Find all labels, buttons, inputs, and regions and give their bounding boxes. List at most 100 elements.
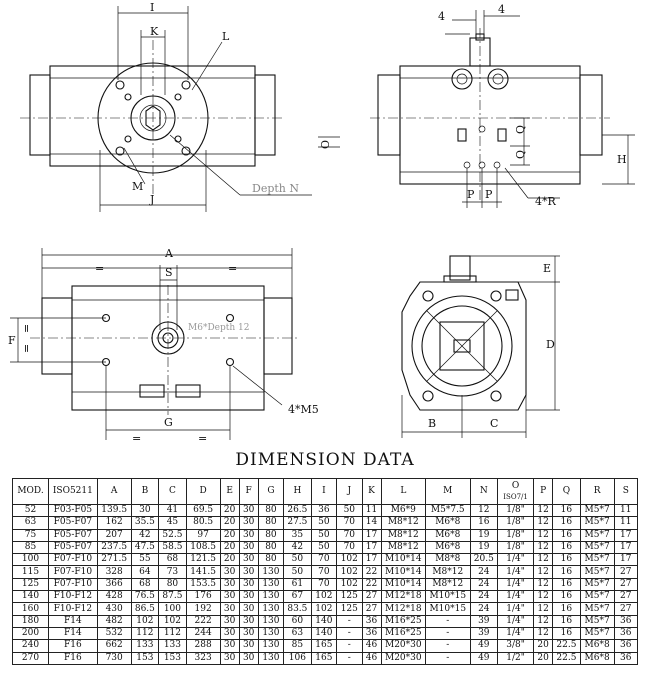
label-s: S bbox=[165, 266, 173, 279]
table-cell: 35.5 bbox=[130, 516, 160, 530]
table-cell: 102 bbox=[130, 614, 160, 628]
table-cell: 17 bbox=[613, 528, 639, 542]
table-cell: 20 bbox=[219, 528, 240, 542]
table-cell: 70 bbox=[310, 577, 338, 592]
table-cell: - bbox=[425, 614, 471, 628]
table-cell: 30 bbox=[238, 540, 259, 555]
dimension-table: MOD. ISO5211 A B C D E F G H I J K L M N… bbox=[11, 478, 639, 665]
bolt-hole bbox=[181, 146, 191, 156]
table-cell: M8*12 bbox=[380, 540, 427, 555]
table-cell: M12*18 bbox=[380, 602, 427, 616]
table-cell: 12 bbox=[533, 614, 554, 628]
table-cell: 428 bbox=[96, 590, 132, 604]
table-cell: 20 bbox=[219, 516, 240, 530]
table-cell: 153 bbox=[130, 651, 160, 665]
table-cell: 17 bbox=[361, 540, 382, 555]
table-cell: 24 bbox=[469, 577, 499, 592]
table-cell: 1/4" bbox=[497, 626, 535, 641]
table-cell: 20 bbox=[219, 503, 240, 518]
table-cell: 30 bbox=[219, 577, 240, 592]
table-cell: 102 bbox=[336, 565, 363, 579]
table-cell: M5*7.5 bbox=[425, 503, 471, 518]
namur-port bbox=[497, 128, 507, 142]
table-cell: 20 bbox=[533, 639, 554, 653]
table-cell: 24 bbox=[469, 590, 499, 604]
table-cell: F10-F12 bbox=[48, 590, 98, 604]
table-cell: - bbox=[336, 614, 363, 628]
table-cell: 26.5 bbox=[283, 503, 312, 518]
table-cell: 30 bbox=[219, 614, 240, 628]
table-cell: F05-F07 bbox=[48, 528, 98, 542]
table-cell: 80 bbox=[257, 516, 285, 530]
end-cap-right bbox=[263, 297, 293, 375]
table-cell: 42 bbox=[283, 540, 312, 555]
recess bbox=[439, 321, 485, 371]
table-cell: M16*25 bbox=[380, 614, 427, 628]
table-cell: 30 bbox=[219, 651, 240, 665]
table-cell: 46 bbox=[361, 639, 382, 653]
table-cell: 1/8" bbox=[497, 503, 535, 518]
table-cell: 49 bbox=[469, 639, 499, 653]
table-cell: - bbox=[336, 639, 363, 653]
end-cap-left bbox=[41, 297, 73, 375]
header-cell: R bbox=[579, 478, 615, 505]
label-r: 4*R bbox=[535, 195, 556, 208]
cap-screw bbox=[422, 290, 434, 302]
table-cell: 22 bbox=[361, 565, 382, 579]
bolt-hole bbox=[124, 93, 132, 101]
table-cell: 16 bbox=[552, 614, 581, 628]
table-cell: 67 bbox=[283, 590, 312, 604]
tapped-hole bbox=[225, 313, 235, 323]
table-cell: 12 bbox=[533, 503, 554, 518]
table-cell: 75 bbox=[11, 528, 50, 542]
table-cell: 100 bbox=[158, 602, 187, 616]
table-cell: 70 bbox=[336, 528, 363, 542]
eq-a-left: = bbox=[95, 262, 104, 275]
table-header-row: MOD. ISO5211 A B C D E F G H I J K L M N… bbox=[11, 478, 639, 505]
table-cell: 19 bbox=[469, 540, 499, 555]
header-cell: C bbox=[158, 478, 187, 505]
top-view: A = = S M6*Depth 12 F = = 4*M5 bbox=[8, 247, 319, 445]
table-cell: 30 bbox=[219, 602, 240, 616]
table-cell: 27 bbox=[613, 590, 639, 604]
table-cell: 30 bbox=[238, 626, 259, 641]
table-cell: 162 bbox=[96, 516, 132, 530]
table-cell: 36 bbox=[613, 614, 639, 628]
table-cell: 12 bbox=[533, 540, 554, 555]
table-cell: 130 bbox=[257, 602, 285, 616]
table-cell: 12 bbox=[533, 553, 554, 567]
port-block bbox=[175, 384, 201, 398]
table-cell: 17 bbox=[361, 528, 382, 542]
table-cell: 39 bbox=[469, 626, 499, 641]
table-cell: 36 bbox=[310, 503, 338, 518]
header-cell: MOD. bbox=[11, 478, 50, 505]
table-cell: 80.5 bbox=[185, 516, 221, 530]
table-cell: 133 bbox=[130, 639, 160, 653]
table-cell: 36 bbox=[613, 639, 639, 653]
body-outline bbox=[399, 65, 581, 185]
table-cell: F14 bbox=[48, 614, 98, 628]
table-cell: 85 bbox=[283, 639, 312, 653]
table-cell: 1/4" bbox=[497, 602, 535, 616]
table-cell: M20*30 bbox=[380, 639, 427, 653]
table-cell: 64 bbox=[130, 565, 160, 579]
table-cell: 30 bbox=[238, 639, 259, 653]
table-cell: 141.5 bbox=[185, 565, 221, 579]
table-cell: 16 bbox=[552, 540, 581, 555]
eq-f-bottom: = bbox=[20, 344, 33, 353]
cap-screw bbox=[490, 390, 502, 402]
table-cell: 16 bbox=[552, 516, 581, 530]
table-cell: - bbox=[336, 626, 363, 641]
table-cell: 102 bbox=[310, 590, 338, 604]
table-cell: 61 bbox=[283, 577, 312, 592]
tapped-hole bbox=[225, 357, 235, 367]
label-q1: Q bbox=[514, 125, 527, 134]
table-cell: 20 bbox=[219, 540, 240, 555]
header-cell: Q bbox=[552, 478, 581, 505]
